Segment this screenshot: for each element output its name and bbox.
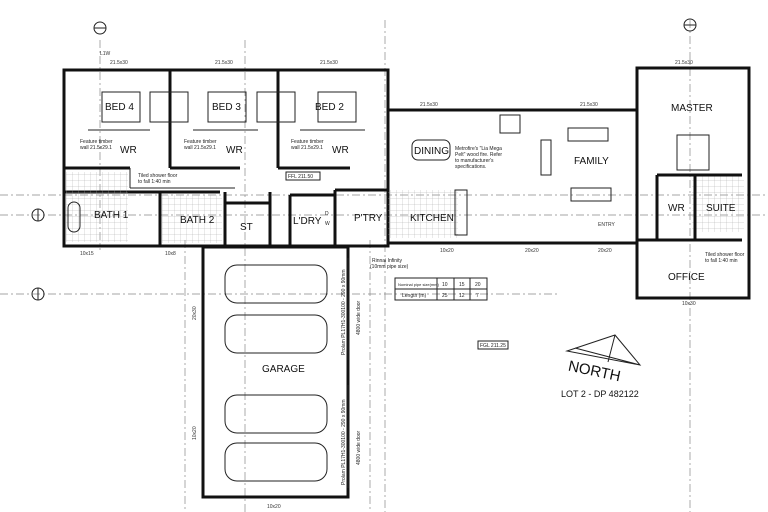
room-label-bath1: BATH 1 (94, 210, 129, 221)
room-label-wr-bed4: WR (120, 145, 137, 156)
window-dimension: 10x30 (682, 301, 696, 307)
note-feature-wall: wall 21.5x29.1 (80, 145, 112, 151)
room-label-laundry: L'DRY (293, 216, 322, 227)
window-dimension: 21.5x30 (420, 102, 438, 108)
window-dimension: 20x20 (598, 248, 612, 254)
pipe-size: 20 (475, 282, 481, 288)
room-label-wr-bed3: WR (226, 145, 243, 156)
window-dimension: 21.5x30 (580, 102, 598, 108)
room-label-garage: GARAGE (262, 364, 305, 375)
note-fire: Metrofire's "Lia Mega (455, 146, 502, 152)
lot-label: LOT 2 - DP 482122 (561, 389, 639, 399)
room-label-master: MASTER (671, 103, 713, 114)
room-label-st: ST (240, 222, 253, 233)
window-dimension: 21.5x30 (110, 60, 128, 66)
note-garage-door: Prolam PL17H1-300100 - 290 x 90mm (341, 399, 347, 485)
note-tiled-shower: Tiled shower floor (138, 173, 178, 179)
bedroom-wing-walls (62, 68, 390, 248)
garage-walls (201, 245, 350, 499)
room-label-pantry: P'TRY (354, 213, 383, 224)
note-rinnai: Rinnai Infinity (372, 258, 403, 264)
note-rinnai: (10mm pipe size) (370, 264, 409, 270)
note-fire: to manufacturer's (455, 158, 494, 164)
pipe-size: 10 (442, 282, 448, 288)
note-laundry-d: D (325, 211, 329, 217)
room-label-bed3: BED 3 (212, 102, 241, 113)
note-feature-wall: wall 21.5x29.1 (184, 145, 216, 151)
room-label-office: OFFICE (668, 272, 705, 283)
pipe-size-table: Nominal pipe size(mm) 10 15 20 Length (m… (394, 277, 488, 301)
window-dimension: 20x20 (525, 248, 539, 254)
room-label-bath2: BATH 2 (180, 215, 215, 226)
pipe-length-label: Length (m) (402, 293, 427, 299)
note-garage-door: 4800 wide door (356, 430, 362, 465)
window-dimension: 10x20 (267, 504, 281, 510)
north-label: NORTH (567, 358, 622, 386)
note-garage-door: 4800 wide door (356, 300, 362, 335)
master-wing-walls (635, 66, 751, 300)
room-label-suite: SUITE (706, 203, 736, 214)
bathroom-tiles (66, 172, 744, 243)
room-label-wr-bed2: WR (332, 145, 349, 156)
note-tiled-shower: to fall 1:40 min (138, 179, 171, 185)
note-fgl: FGL 211.25 (480, 343, 506, 349)
note-laundry-w: W (325, 221, 330, 227)
north-arrow-icon (565, 334, 642, 366)
window-dimension: 10x15 (80, 251, 94, 257)
window-dimension: 21.5x30 (320, 60, 338, 66)
bathtub (67, 201, 81, 233)
room-label-wr-master: WR (668, 203, 685, 214)
window-dimension: 21.5x30 (215, 60, 233, 66)
room-label-family: FAMILY (574, 156, 609, 167)
window-dimension: 10x8 (165, 251, 176, 257)
note-tiled-shower: to fall 1:40 min (705, 258, 738, 264)
note-feature-wall: Feature timber (184, 139, 217, 145)
section-marker-icon (31, 18, 697, 301)
room-label-entry: ENTRY (598, 222, 616, 228)
window-tag: L1W (100, 51, 111, 57)
pipe-length: 25 (442, 293, 448, 299)
note-feature-wall: wall 21.5x29.1 (291, 145, 323, 151)
room-label-kitchen: KITCHEN (410, 213, 454, 224)
window-dimension: 20x30 (192, 306, 198, 320)
room-label-dining: DINING (414, 146, 449, 157)
window-dimension: 10x20 (440, 248, 454, 254)
note-tiled-shower: Tiled shower floor (705, 252, 745, 258)
pipe-length: 12 (459, 293, 465, 299)
pipe-table-header: Nominal pipe size(mm) (398, 282, 440, 287)
pipe-length: 7 (476, 293, 479, 299)
note-fire: specifications. (455, 164, 486, 170)
note-garage-door: Prolam PL17H1-300100 - 290 x 90mm (341, 269, 347, 355)
note-feature-wall: Feature timber (291, 139, 324, 145)
window-dimension: 10x20 (192, 426, 198, 440)
cars (224, 264, 328, 482)
room-label-bed4: BED 4 (105, 102, 134, 113)
note-feature-wall: Feature timber (80, 139, 113, 145)
pipe-size: 15 (459, 282, 465, 288)
note-ffl: FFL 211.50 (288, 174, 313, 180)
room-label-bed2: BED 2 (315, 102, 344, 113)
note-fire: Pelt" wood fire. Refer (455, 152, 502, 158)
window-dimension: 21.5x30 (675, 60, 693, 66)
